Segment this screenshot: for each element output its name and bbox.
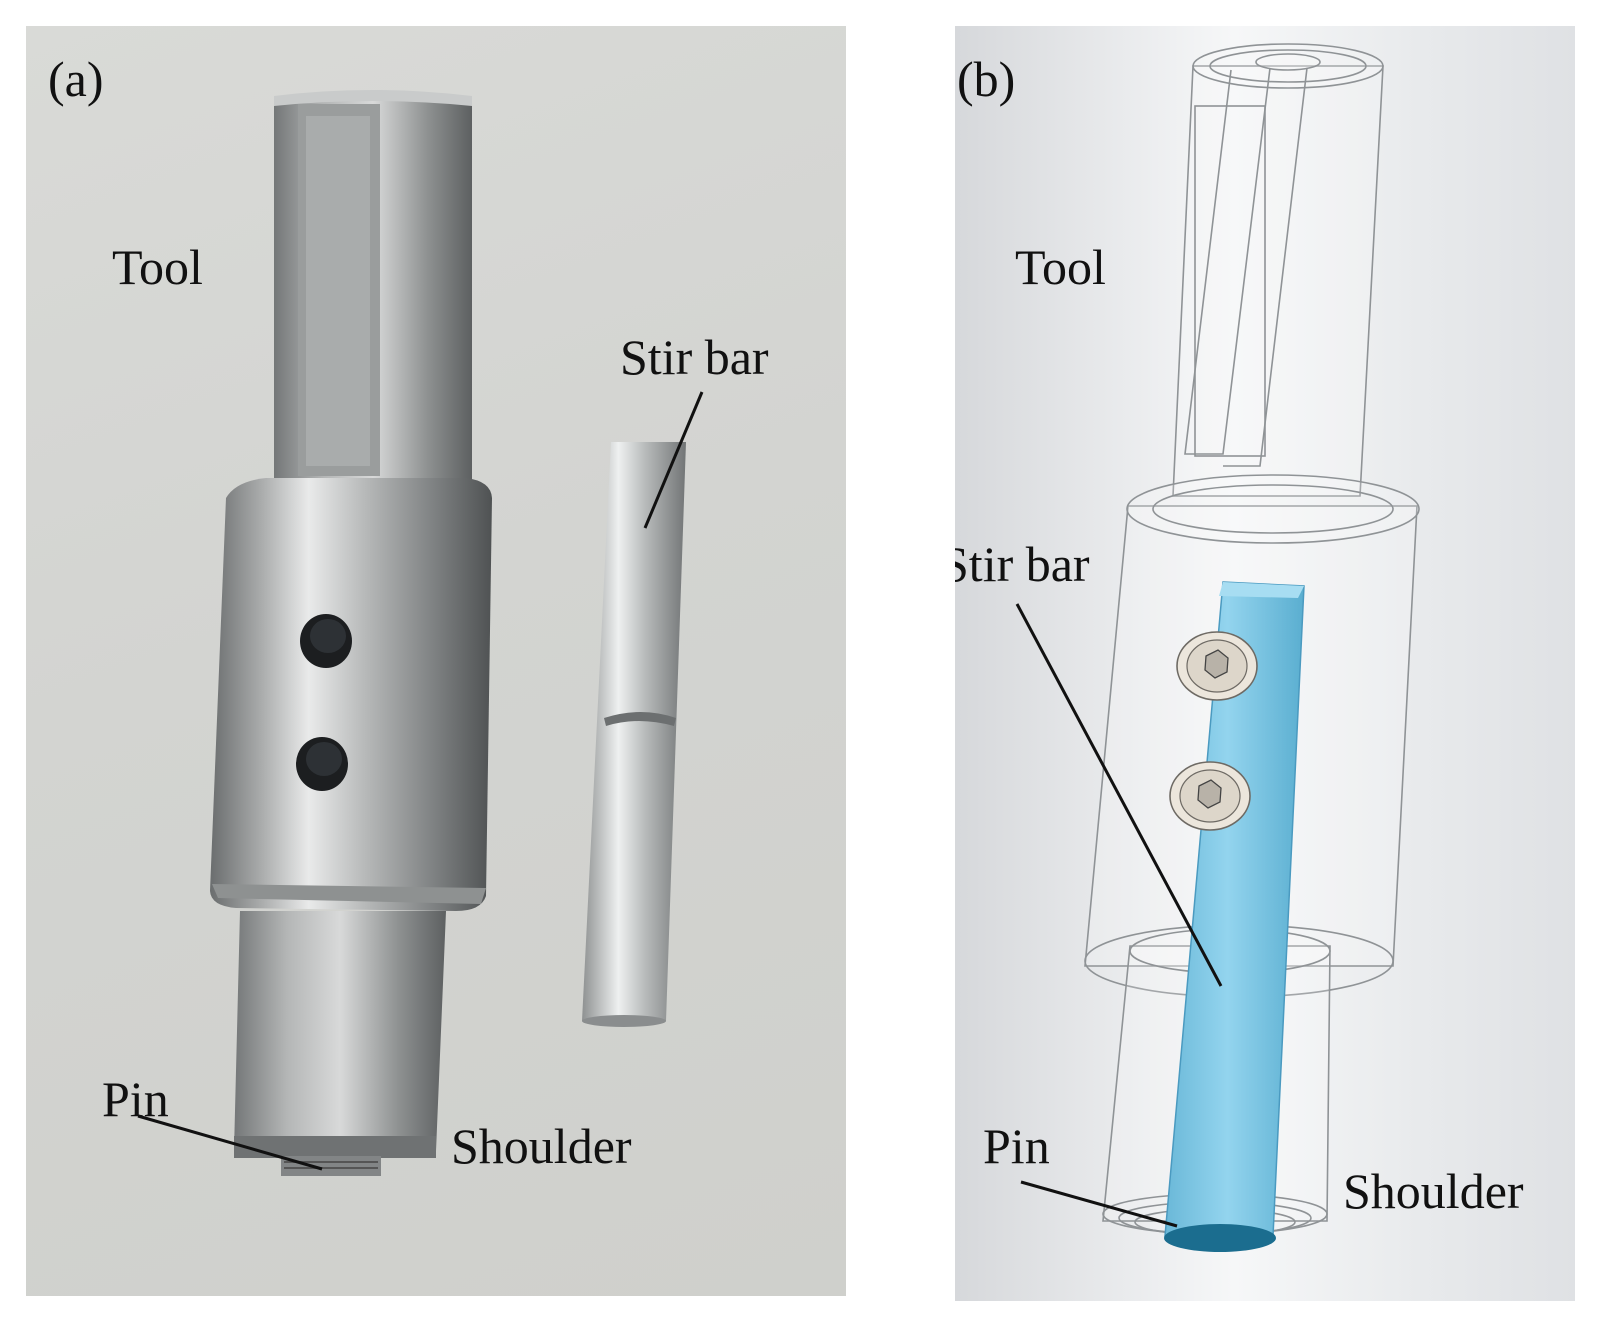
photo-panel-a: (a) Tool Stir bar Pin Shoulder — [26, 26, 846, 1296]
label-tool: Tool — [112, 239, 203, 295]
label-stir-bar: Stir bar — [620, 329, 769, 385]
tool-upper-shank — [274, 90, 472, 486]
tool-cad-model — [1015, 43, 1420, 1252]
stir-bar-rod — [582, 442, 686, 1027]
label-stir-bar: Stir bar — [955, 536, 1090, 592]
tool-body — [210, 478, 492, 911]
stir-bar-leader-line — [1015, 603, 1223, 987]
tool-pin — [281, 1156, 381, 1176]
label-pin: Pin — [983, 1118, 1050, 1174]
label-shoulder: Shoulder — [451, 1118, 632, 1174]
pin-leader-line — [137, 1114, 323, 1171]
pin-leader-line — [1020, 1180, 1178, 1228]
panel-tag: (a) — [48, 51, 104, 107]
label-pin: Pin — [102, 1071, 169, 1127]
cad-set-screw-upper — [1176, 631, 1258, 701]
stir-bar-leader-line — [643, 391, 704, 529]
cad-set-screw-lower — [1169, 761, 1251, 831]
cad-pin-tip — [1164, 1224, 1276, 1252]
panel-tag: (b) — [957, 51, 1016, 107]
cad-stir-bar — [1164, 581, 1305, 1252]
tool-photo — [137, 90, 704, 1176]
tool-shoulder — [234, 911, 446, 1158]
cad-panel-b: (b) Tool Stir bar Pin Shoulder — [955, 26, 1575, 1301]
label-tool: Tool — [1015, 239, 1106, 295]
label-shoulder: Shoulder — [1343, 1163, 1524, 1219]
cad-upper-cylinder — [1172, 43, 1384, 497]
